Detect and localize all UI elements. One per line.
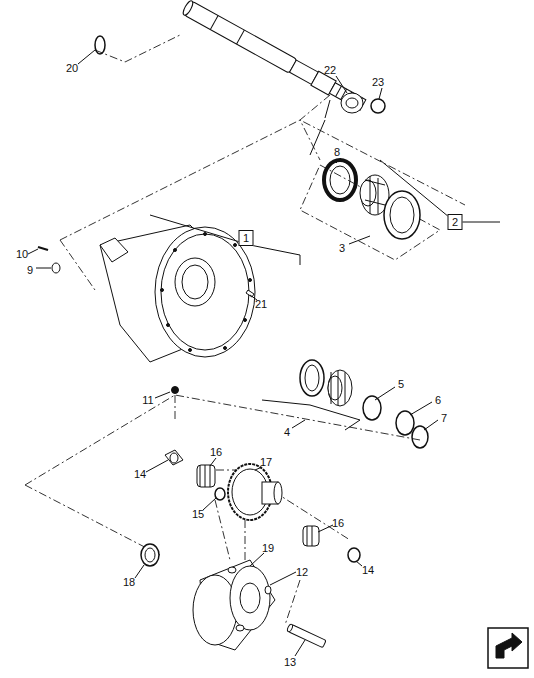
boxed-callout: 1 bbox=[239, 230, 254, 246]
callout-number: 19 bbox=[262, 542, 274, 554]
callout-number: 21 bbox=[255, 298, 267, 310]
callout-number: 3 bbox=[339, 242, 345, 254]
callout-number: 13 bbox=[284, 656, 296, 668]
callout-number: 14 bbox=[134, 468, 146, 480]
callout-number: 16 bbox=[210, 446, 222, 458]
callout-number: 5 bbox=[398, 378, 404, 390]
callout-number: 1 bbox=[243, 232, 249, 244]
callout-number: 14 bbox=[362, 564, 374, 576]
callout-number: 7 bbox=[441, 412, 447, 424]
callout-number: 17 bbox=[260, 456, 272, 468]
callout-number: 9 bbox=[27, 264, 33, 276]
callout-number: 16 bbox=[332, 517, 344, 529]
callout-number: 20 bbox=[66, 62, 78, 74]
callout-number: 12 bbox=[296, 566, 308, 578]
callout-number: 10 bbox=[16, 248, 28, 260]
callout-number: 23 bbox=[372, 76, 384, 88]
callout-number: 15 bbox=[192, 508, 204, 520]
callout-number: 2 bbox=[452, 216, 458, 228]
callout-number: 18 bbox=[123, 576, 135, 588]
callout-number: 8 bbox=[334, 146, 340, 158]
callout-number: 11 bbox=[142, 394, 153, 406]
callout-number: 6 bbox=[435, 394, 441, 406]
callout-number: 22 bbox=[324, 64, 336, 76]
callout-number: 4 bbox=[284, 426, 290, 438]
boxed-callout: 2 bbox=[448, 214, 463, 230]
